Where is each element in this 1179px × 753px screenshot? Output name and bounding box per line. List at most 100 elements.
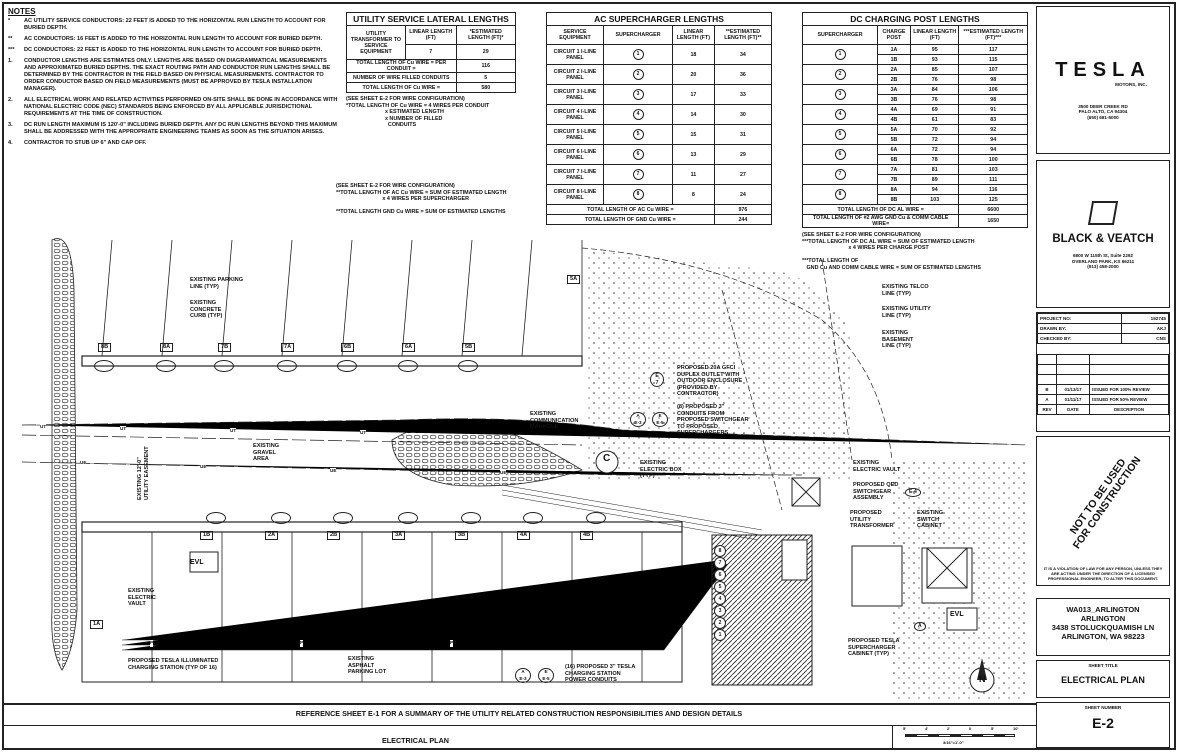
supercharger-cabinet-marker: 2 xyxy=(714,617,726,629)
ac-supercharger-table: AC SUPERCHARGER LENGTHS SERVICE EQUIPMEN… xyxy=(546,12,773,225)
ac-equipment: CIRCUIT 8 I-LINE PANEL xyxy=(546,184,604,205)
charging-station-icon xyxy=(156,360,176,372)
charging-station-icon xyxy=(333,512,353,524)
notes-title: NOTES xyxy=(8,7,36,16)
dc-charging-table: DC CHARGING POST LENGTHS SUPERCHARGER CH… xyxy=(801,12,1028,271)
dc-post: 7B xyxy=(877,174,911,185)
note-item: 2.ALL ELECTRICAL WORK AND RELATED ACTIVI… xyxy=(8,97,338,118)
label-utility-transformer: PROPOSED UTILITY TRANSFORMER xyxy=(850,510,894,529)
dc-h1: SUPERCHARGER xyxy=(802,25,878,45)
post-tag: 6A xyxy=(402,343,416,352)
ac-linear: 11 xyxy=(672,164,715,185)
dc-estimated: 94 xyxy=(958,134,1028,145)
ac-supercharger-cell: 4 xyxy=(603,104,673,125)
evl-label-right: EVL xyxy=(950,611,964,618)
utility-row-value: 580 xyxy=(455,82,516,93)
note-item: 3.DC RUN LENGTH MAXIMUM IS 120'-0" INCLU… xyxy=(8,122,338,136)
line-marker: P xyxy=(450,640,454,647)
dc-linear: 61 xyxy=(909,114,960,125)
dc-estimated: 100 xyxy=(958,154,1028,165)
dc-estimated: 106 xyxy=(958,84,1028,95)
dc-supercharger-cell: 1 xyxy=(802,44,878,65)
dc-post: 6A xyxy=(877,144,911,155)
ac-equipment: CIRCUIT 5 I-LINE PANEL xyxy=(546,124,604,145)
charging-station-icon xyxy=(337,360,357,372)
line-marker: UT xyxy=(120,426,127,433)
dc-post: 1A xyxy=(877,44,911,55)
notes-block: NOTES *AC UTILITY SERVICE CONDUCTORS: 22… xyxy=(8,8,338,151)
drawn-by-label: DRAWN BY: xyxy=(1036,323,1123,334)
dc-linear: 89 xyxy=(909,174,960,185)
supercharger-number: 3 xyxy=(834,89,846,100)
tesla-title-block: TESLA MOTORS, INC. 3500 DEER CREEK RD PA… xyxy=(1036,6,1170,154)
supercharger-cabinet-marker: 7 xyxy=(714,557,726,569)
note-text: CONTRACTOR TO STUB UP 6" AND CAP OFF. xyxy=(24,140,147,146)
dc-post: 1B xyxy=(877,54,911,65)
dc-linear: 76 xyxy=(909,74,960,85)
supercharger-number: 4 xyxy=(834,109,846,120)
supercharger-cabinet-marker: 4 xyxy=(714,593,726,605)
label-gfci-outlet: PROPOSED 20A GFCI DUPLEX OUTLET WITH OUT… xyxy=(677,365,743,397)
site-id: WA013_ARLINGTON xyxy=(1066,605,1140,614)
dc-h2: CHARGE POST xyxy=(877,25,911,45)
not-for-construction-stamp: NOT TO BE USED FOR CONSTRUCTION xyxy=(1067,454,1144,552)
label-electric-vault-right: EXISTING ELECTRIC VAULT xyxy=(853,460,901,473)
supercharger-number: 2 xyxy=(632,69,644,80)
post-tag: 7A xyxy=(281,343,295,352)
post-tag-1a: 1A xyxy=(90,620,104,629)
ac-h3: LINEAR LENGTH (FT) xyxy=(672,25,715,45)
drawn-by: AKJ xyxy=(1121,323,1169,334)
sheet-number-label: SHEET NUMBER xyxy=(1084,705,1122,710)
note-text: DC CONDUCTORS: 22 FEET IS ADDED TO THE H… xyxy=(24,47,323,53)
dc-estimated: 115 xyxy=(958,54,1028,65)
line-marker: UT xyxy=(230,428,237,435)
utility-row-label: TOTAL LENGTH OF Cu WIRE = xyxy=(346,82,457,93)
line-marker: UT xyxy=(40,424,47,431)
rev-date: 01/11/17 xyxy=(1056,394,1090,405)
project-no: 192745 xyxy=(1121,313,1169,324)
charging-station-icon xyxy=(458,360,478,372)
manhole-label: C xyxy=(603,453,611,464)
post-tag: 5B xyxy=(462,343,476,352)
ac-footnote: (SEE SHEET E-2 FOR WIRE CONFIGURATION) *… xyxy=(336,183,507,215)
ac-supercharger-cell: 5 xyxy=(603,124,673,145)
tesla-logo: TESLA xyxy=(1055,59,1151,81)
dc-linear: 95 xyxy=(909,44,960,55)
dc-post: 4B xyxy=(877,114,911,125)
dc-total-row: TOTAL LENGTH OF DC AL WIRE =6600 xyxy=(801,204,1028,215)
ac-equipment: CIRCUIT 2 I-LINE PANEL xyxy=(546,64,604,85)
note-text: AC UTILITY SERVICE CONDUCTORS: 22 FEET I… xyxy=(24,18,326,31)
label-utility-line: EXISTING UTILITY LINE (TYP) xyxy=(882,306,931,319)
dc-estimated: 98 xyxy=(958,74,1028,85)
dc-estimated: 83 xyxy=(958,114,1028,125)
supercharger-number: 6 xyxy=(632,149,644,160)
dc-total-row: TOTAL LENGTH OF #2 AWG GND Cu & COMM CAB… xyxy=(801,214,1028,228)
ac-linear: 18 xyxy=(672,44,715,65)
ac-equipment: CIRCUIT 7 I-LINE PANEL xyxy=(546,164,604,185)
tesla-address: 3500 DEER CREEK RD PALO ALTO, CA 94304 (… xyxy=(1078,103,1128,120)
note-item: 4.CONTRACTOR TO STUB UP 6" AND CAP OFF. xyxy=(8,140,338,147)
utility-h1: UTILITY TRANSFORMER TO SERVICE EQUIPMENT xyxy=(346,25,406,60)
ac-linear: 17 xyxy=(672,84,715,105)
ac-total-label: TOTAL LENGTH OF GND Cu WIRE = xyxy=(546,214,715,225)
ac-linear: 13 xyxy=(672,144,715,165)
ac-estimated: 31 xyxy=(713,124,773,145)
ac-table-title: AC SUPERCHARGER LENGTHS xyxy=(546,12,772,25)
checked-by: CNS xyxy=(1121,333,1169,344)
supercharger-number: 5 xyxy=(834,129,846,140)
site-city: ARLINGTON, WA 98223 xyxy=(1061,632,1145,641)
footer-bar: REFERENCE SHEET E-1 FOR A SUMMARY OF THE… xyxy=(2,703,1036,750)
ac-total-value: 976 xyxy=(713,204,773,215)
dc-post: 2A xyxy=(877,64,911,75)
utility-linear: 7 xyxy=(405,44,457,60)
ac-supercharger-cell: 6 xyxy=(603,144,673,165)
label-parking-line: EXISTING PARKING LINE (TYP) xyxy=(190,277,244,290)
